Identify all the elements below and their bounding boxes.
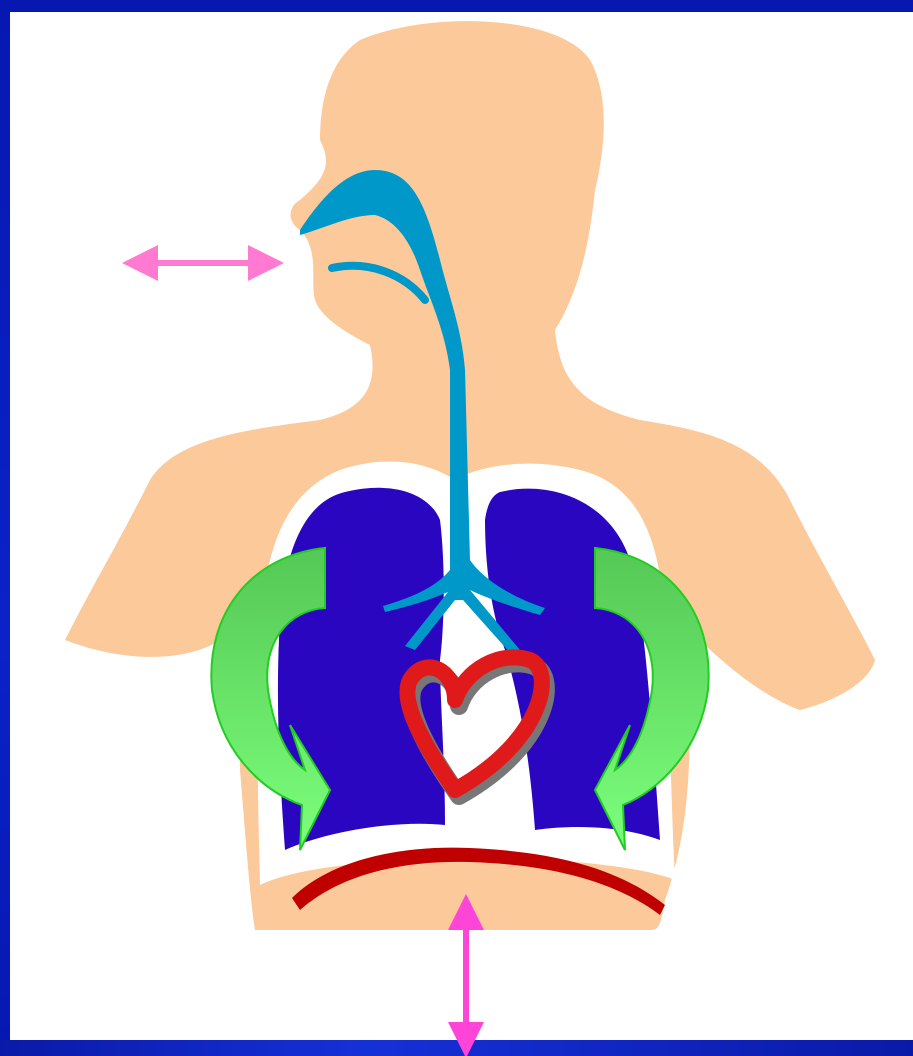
respiratory-diagram xyxy=(0,0,913,1056)
